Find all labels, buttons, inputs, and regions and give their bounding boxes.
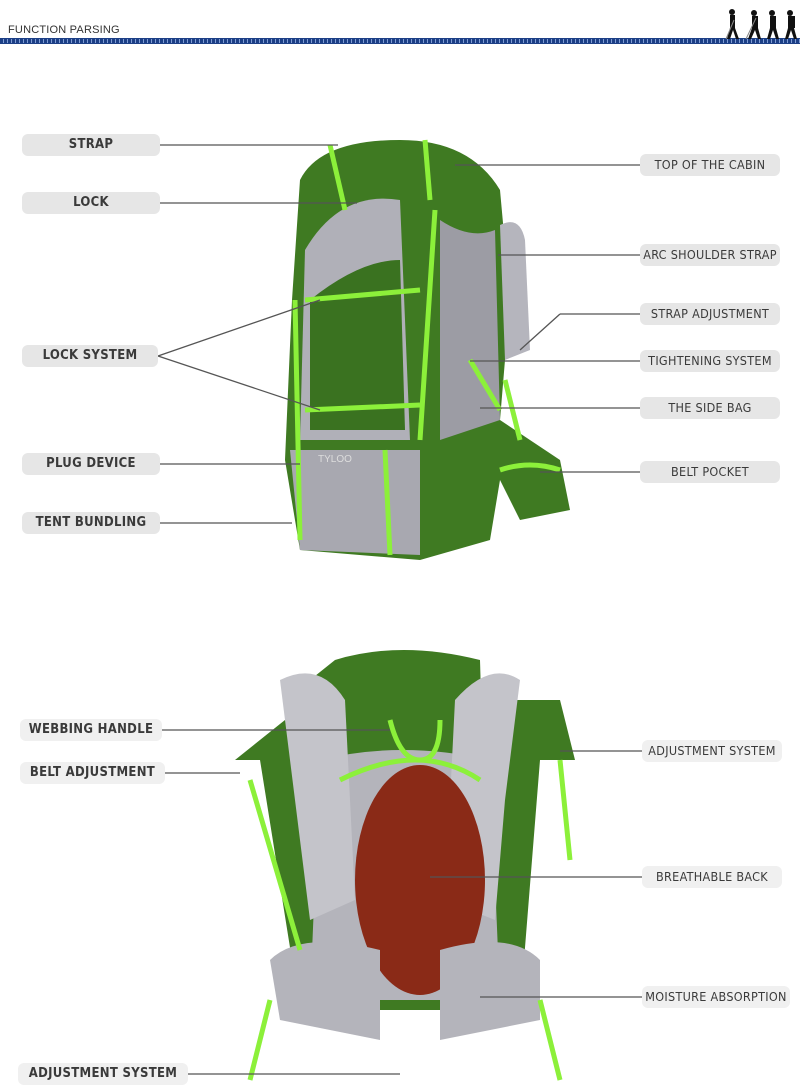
label-tent-bundling: TENT BUNDLING (22, 512, 160, 534)
label-plug-device: PLUG DEVICE (22, 453, 160, 475)
label-belt-adjustment: BELT ADJUSTMENT (20, 762, 165, 784)
label-arc-shoulder-strap: ARC SHOULDER STRAP (640, 244, 780, 266)
label-lock-system: LOCK SYSTEM (22, 345, 158, 367)
front-backpack: TYLOO (285, 139, 570, 560)
back-backpack (235, 650, 575, 1081)
label-adjustment-system: ADJUSTMENT SYSTEM (642, 740, 782, 762)
header-divider (0, 38, 800, 44)
label-strap: STRAP (22, 134, 160, 156)
label-webbing-handle: WEBBING HANDLE (20, 719, 162, 741)
label-moisture-absorption: MOISTURE ABSORPTION (642, 986, 790, 1008)
label-adjustment-system-bottom: ADJUSTMENT SYSTEM (18, 1063, 188, 1085)
hikers-silhouette-icon (725, 9, 797, 40)
label-top-of-the-cabin: TOP OF THE CABIN (640, 154, 780, 176)
label-strap-adjustment: STRAP ADJUSTMENT (640, 303, 780, 325)
label-the-side-bag: THE SIDE BAG (640, 397, 780, 419)
section-title: FUNCTION PARSING (8, 24, 120, 36)
leader-lines (157, 144, 642, 1075)
label-lock: LOCK (22, 192, 160, 214)
label-tightening-system: TIGHTENING SYSTEM (640, 350, 780, 372)
brand-logo-text: TYLOO (318, 454, 352, 465)
label-belt-pocket: BELT POCKET (640, 461, 780, 483)
label-breathable-back: BREATHABLE BACK (642, 866, 782, 888)
